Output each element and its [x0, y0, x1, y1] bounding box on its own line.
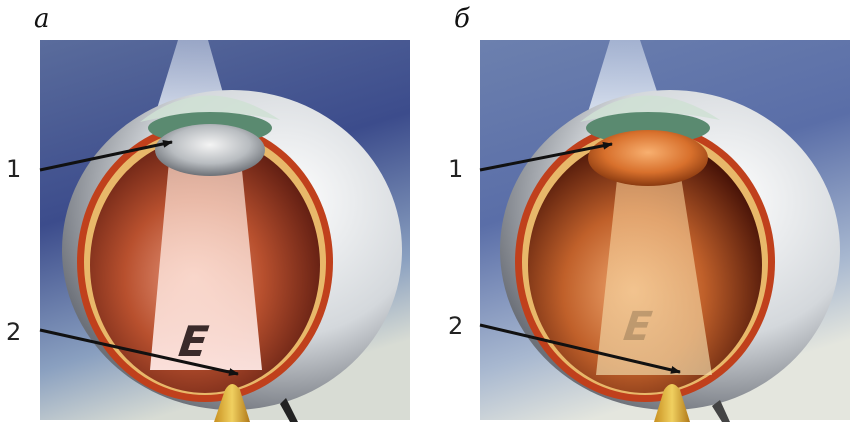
callout-2-a: 2 — [6, 318, 21, 346]
callout-1-a: 1 — [6, 155, 21, 183]
lens-b — [588, 130, 708, 186]
lens-a — [155, 124, 265, 176]
panel-b: E — [480, 40, 850, 422]
panel-a: E — [40, 40, 410, 422]
callout-2-b: 2 — [448, 312, 463, 340]
callout-1-b: 1 — [448, 155, 463, 183]
